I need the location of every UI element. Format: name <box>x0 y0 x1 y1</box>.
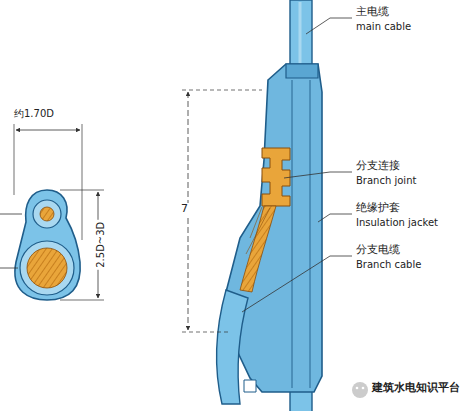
leader-lines <box>242 18 352 312</box>
part-name: 主电缆 <box>356 6 389 19</box>
part-name: Insulation jacket <box>356 217 438 229</box>
branch-joint-figure <box>217 0 322 411</box>
cross-section <box>0 124 104 300</box>
part-name: 绝缘护套 <box>356 202 400 215</box>
dimension-number: 7 <box>179 203 190 216</box>
dimension-label: 2.5D~3D <box>95 220 107 270</box>
part-name: main cable <box>356 21 411 33</box>
part-name: Branch joint <box>356 175 416 187</box>
dimension-line <box>182 90 262 332</box>
watermark: 建筑水电知识平台 <box>372 382 460 395</box>
part-name: Branch cable <box>356 259 421 271</box>
part-name: 分支连接 <box>356 160 400 173</box>
dimension-label: 约1.70D <box>14 108 54 120</box>
watermark-icon <box>352 382 368 398</box>
part-name: 分支电缆 <box>356 244 400 257</box>
